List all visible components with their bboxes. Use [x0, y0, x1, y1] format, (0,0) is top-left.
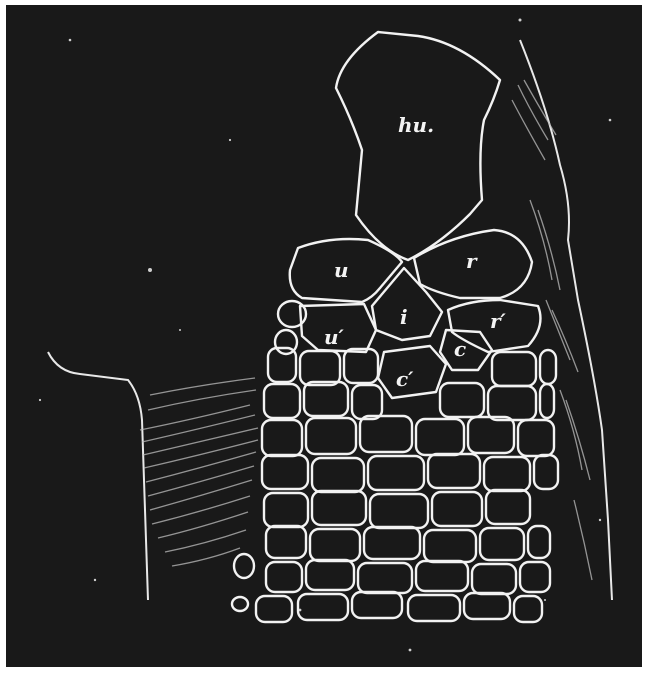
label-humerus: hu.: [398, 113, 434, 137]
label-intermedium: i: [400, 305, 408, 329]
label-radiale: r′: [490, 309, 507, 333]
label-ulna: u: [334, 258, 349, 282]
label-second-row: c′: [396, 367, 414, 391]
label-centrale: c: [454, 337, 466, 361]
label-radius: r: [466, 249, 478, 273]
label-ulnare: u′: [324, 325, 345, 349]
